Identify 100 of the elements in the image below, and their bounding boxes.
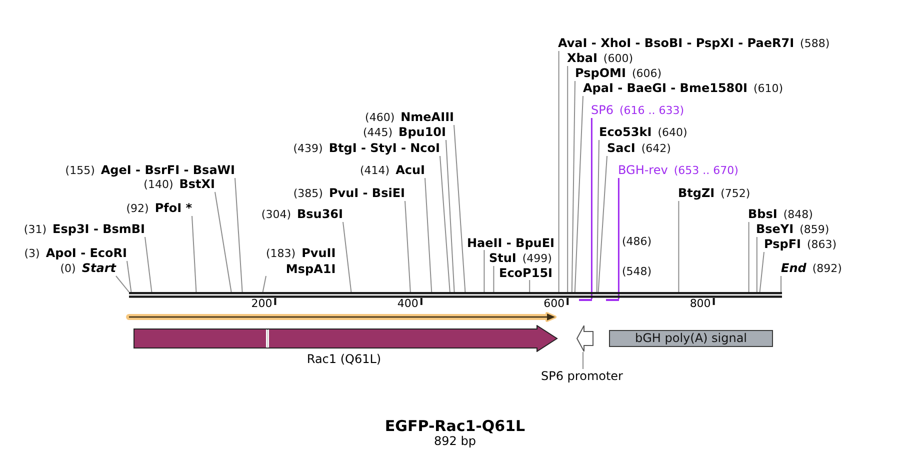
enzyme-name: AcuI — [396, 163, 425, 177]
enzyme-name: BseYI — [756, 222, 794, 236]
cut-position: (183) — [266, 247, 296, 260]
cut-position: (642) — [641, 142, 671, 155]
cut-position: (752) — [720, 187, 750, 200]
cut-position: (600) — [603, 52, 633, 65]
feature-bar: bGH poly(A) signal — [609, 330, 773, 347]
cut-position: (863) — [806, 238, 837, 251]
primer-range: (653 .. 670) — [674, 164, 738, 177]
cut-position: (606) — [632, 67, 662, 80]
promoter-feature — [576, 325, 594, 352]
enzyme-name: Esp3I - BsmBI — [52, 222, 145, 236]
enzyme-name: HaeII - BpuEI — [467, 236, 554, 250]
enzyme-name: NmeAIII — [400, 110, 454, 124]
orf-feature — [126, 311, 558, 323]
leader-line — [234, 178, 243, 292]
leader-line — [590, 118, 592, 299]
cut-position: (92) — [126, 202, 149, 215]
end-label: End — [781, 261, 806, 275]
enzyme-name: ApoI - EcoRI — [46, 246, 127, 260]
leader-line — [618, 178, 620, 299]
enzyme-name: PvuII — [302, 246, 336, 260]
enzyme-name: Bpu10I — [398, 125, 446, 139]
cut-position: (499) — [522, 252, 552, 265]
cut-position: (610) — [753, 82, 784, 95]
sequence-position: (0) — [60, 262, 76, 275]
leader-line — [678, 200, 680, 292]
leader-line — [582, 352, 584, 370]
leader-line — [214, 192, 232, 292]
enzyme-name: AvaI - XhoI - BsoBI - PspXI - PaeR7I — [558, 36, 794, 50]
diagram-title: EGFP-Rac1-Q61L — [384, 417, 526, 435]
cut-position: (460) — [365, 111, 395, 124]
enzyme-name: ApaI - BaeGI - Bme1580I — [583, 81, 748, 95]
enzyme-name: AgeI - BsrFI - BsaWI — [100, 163, 235, 177]
sequence-position: (892) — [812, 262, 842, 275]
leader-line — [756, 236, 758, 292]
leader-line — [574, 96, 584, 292]
cut-position: (548) — [622, 265, 652, 279]
enzyme-name: BbsI — [748, 207, 778, 221]
primer-range: (616 .. 633) — [620, 104, 684, 117]
leader-line — [116, 276, 130, 292]
cut-position: (848) — [783, 208, 813, 221]
leader-line — [780, 276, 782, 292]
leader-line — [262, 276, 266, 292]
leader-line — [571, 80, 576, 292]
scale-label: 800 — [690, 297, 711, 311]
leader-line — [596, 140, 600, 292]
scale-label: 200 — [251, 297, 272, 311]
primer-name: SP6 — [591, 103, 614, 117]
leader-line — [192, 216, 197, 292]
leader-line — [404, 200, 411, 292]
leader-line — [342, 222, 352, 292]
leader-line — [446, 140, 455, 292]
start-label: Start — [82, 261, 116, 275]
enzyme-name: PvuI - BsiEI — [328, 186, 405, 200]
enzyme-name: EcoP15I — [499, 266, 553, 280]
enzyme-name: PspOMI — [575, 66, 626, 80]
leader-line — [598, 156, 608, 292]
cut-position: (140) — [144, 178, 174, 191]
enzyme-name: MspA1I — [286, 262, 336, 276]
enzyme-name: Eco53kI — [599, 125, 652, 139]
scale-label: 400 — [397, 297, 418, 311]
leader-line — [144, 236, 152, 292]
leader-line — [493, 266, 494, 292]
leader-line — [558, 50, 560, 292]
enzyme-name: PspFI — [764, 237, 801, 251]
enzyme-name: BtgZI — [678, 186, 715, 200]
cut-position: (3) — [24, 247, 40, 260]
enzyme-name: Bsu36I — [297, 207, 343, 221]
feature-label: Rac1 (Q61L) — [306, 352, 382, 366]
cut-position: (445) — [362, 126, 393, 139]
leader-line — [126, 260, 132, 292]
enzyme-name: BtgI - StyI - NcoI — [328, 141, 440, 155]
cut-position: (640) — [658, 126, 688, 139]
cut-position: (486) — [622, 235, 652, 249]
cut-position: (304) — [261, 208, 291, 221]
feature-label: SP6 promoter — [541, 369, 623, 383]
primer-name: BGH-rev — [618, 163, 668, 177]
dna-backbone — [129, 292, 782, 298]
leader-line — [454, 124, 466, 292]
cut-position: (588) — [800, 37, 830, 50]
enzyme-name: SacI — [607, 141, 636, 155]
enzyme-name: StuI — [489, 251, 516, 265]
cut-position: (385) — [293, 187, 323, 200]
leader-line — [484, 250, 485, 292]
sequence-length: 892 bp — [434, 434, 476, 448]
cut-position: (31) — [24, 223, 47, 236]
leader-line — [424, 178, 432, 292]
leader-line — [529, 280, 530, 292]
leader-line — [567, 66, 568, 292]
leader-line — [759, 252, 764, 292]
cut-position: (439) — [293, 142, 323, 155]
enzyme-name: XbaI — [567, 51, 598, 65]
cut-position: (155) — [65, 164, 95, 177]
cut-position: (414) — [360, 164, 390, 177]
cut-position: (859) — [800, 223, 830, 236]
enzyme-name: BstXI — [179, 177, 215, 191]
enzyme-name: PfoI * — [154, 201, 192, 215]
leader-line — [748, 222, 750, 292]
leader-line — [440, 156, 450, 292]
